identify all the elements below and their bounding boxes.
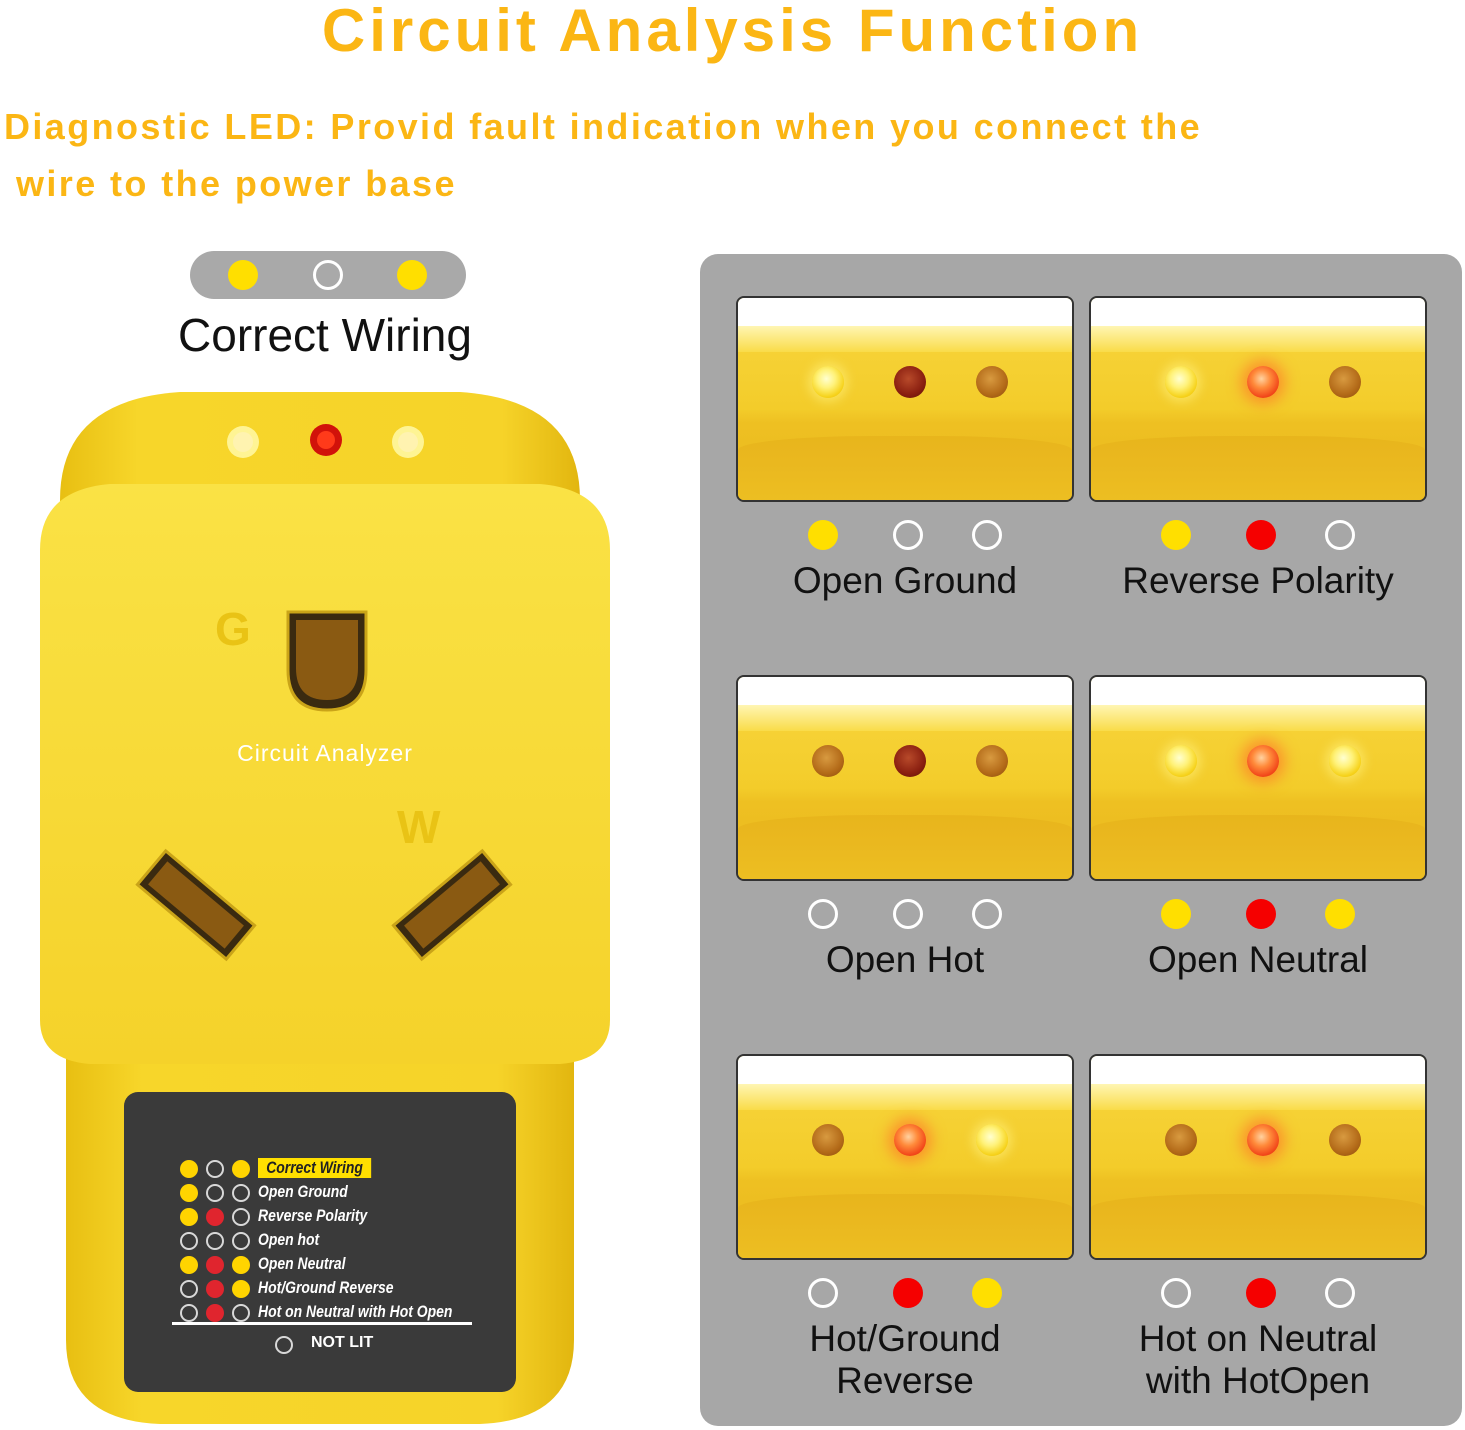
legend-row: Correct Wiring [180, 1158, 500, 1182]
subtitle-line-1: Diagnostic LED: Provid fault indication … [4, 106, 1203, 147]
legend-row-label: Correct Wiring [258, 1158, 372, 1178]
state-indicator-dot [1161, 1278, 1191, 1308]
led-light [1329, 745, 1361, 777]
led-light [976, 366, 1008, 398]
legend-indicator-dot [232, 1208, 250, 1226]
state-indicator-dot [972, 899, 1002, 929]
led-light [1165, 366, 1197, 398]
state-indicator-dot [1325, 1278, 1355, 1308]
state-indicator-dot [808, 1278, 838, 1308]
legend-row: Open Neutral [180, 1254, 500, 1278]
correct-wiring-dot-3 [397, 260, 427, 290]
led-light [812, 1124, 844, 1156]
correct-wiring-label: Correct Wiring [178, 309, 472, 361]
led-light [1247, 1124, 1279, 1156]
led-photo [1089, 675, 1427, 881]
legend-indicator-dot [206, 1256, 224, 1274]
state-indicator-dot [808, 520, 838, 550]
led-photo [736, 296, 1074, 502]
legend-row: Open hot [180, 1230, 500, 1254]
legend-indicator-dot [180, 1280, 198, 1298]
legend-indicator-dot [180, 1256, 198, 1274]
led-photo [736, 1054, 1074, 1260]
legend-indicator-dot [232, 1304, 250, 1322]
legend-row-label: Open Neutral [258, 1254, 346, 1273]
led-light [1247, 366, 1279, 398]
fault-state-label: Open Neutral [1147, 939, 1369, 980]
legend-indicator-dot [180, 1160, 198, 1178]
legend-indicator-dot [180, 1232, 198, 1250]
correct-wiring-dot-1 [228, 260, 258, 290]
legend-row-label: Reverse Polarity [258, 1206, 368, 1225]
led-light [1247, 745, 1279, 777]
page-subtitle: Diagnostic LED: Provid fault indication … [4, 98, 1454, 212]
legend-indicator-dot [232, 1160, 250, 1178]
led-photo [1089, 296, 1427, 502]
state-indicator-dot [1325, 520, 1355, 550]
device-panel-title: Circuit Analyzer [237, 740, 413, 766]
legend-indicator-dot [206, 1160, 224, 1178]
state-indicator-dot [808, 899, 838, 929]
legend-divider [172, 1322, 472, 1325]
legend-indicator-dot [206, 1304, 224, 1322]
state-indicator-dot [972, 520, 1002, 550]
fault-state-label: Open Hot [825, 939, 985, 980]
led-light [976, 1124, 1008, 1156]
legend-indicator-dot [180, 1304, 198, 1322]
led-light [976, 745, 1008, 777]
ground-letter: G [215, 603, 251, 655]
led-light [1165, 1124, 1197, 1156]
legend-row: Hot/Ground Reverse [180, 1278, 500, 1302]
legend-row-label: Hot/Ground Reverse [258, 1278, 394, 1297]
state-indicator-dot [1246, 520, 1276, 550]
state-indicator-dot [1246, 899, 1276, 929]
state-indicator-dot [1246, 1278, 1276, 1308]
fault-state-label: Open Ground [792, 560, 1018, 601]
legend-row-label: Open hot [258, 1230, 320, 1249]
legend-indicator-dot [206, 1184, 224, 1202]
state-indicator-dot [893, 520, 923, 550]
state-indicator-dot [893, 1278, 923, 1308]
not-lit-key: NOT LIT [275, 1334, 425, 1356]
legend-row: Reverse Polarity [180, 1206, 500, 1230]
legend-indicator-dot [206, 1208, 224, 1226]
correct-wiring-dot-2 [313, 260, 343, 290]
legend-indicator-dot [232, 1256, 250, 1274]
state-indicator-dot [1325, 899, 1355, 929]
state-indicator-dot [972, 1278, 1002, 1308]
led-light [812, 745, 844, 777]
state-indicator-dot [1161, 899, 1191, 929]
legend-row-label: Open Ground [258, 1182, 348, 1201]
led-photo [736, 675, 1074, 881]
fault-state-label: Reverse Polarity [1122, 560, 1394, 601]
fault-state-label: Hot/Ground Reverse [809, 1318, 1001, 1401]
legend-indicator-dot [180, 1184, 198, 1202]
led-light [1329, 1124, 1361, 1156]
led-light [894, 745, 926, 777]
subtitle-line-2: wire to the power base [16, 163, 457, 204]
legend-indicator-dot [232, 1280, 250, 1298]
page-title: Circuit Analysis Function [321, 0, 1144, 64]
not-lit-label: NOT LIT [311, 1334, 374, 1351]
state-indicator-dot [1161, 520, 1191, 550]
led-photo [1089, 1054, 1427, 1260]
legend-indicator-dot [232, 1232, 250, 1250]
legend-row-label: Hot on Neutral with Hot Open [258, 1302, 453, 1321]
white-letter: W [397, 801, 441, 853]
led-light [812, 366, 844, 398]
fault-state-label: Hot on Neutral with HotOpen [1138, 1318, 1378, 1401]
not-lit-dot [275, 1336, 293, 1354]
legend-indicator-dot [206, 1232, 224, 1250]
legend-row: Hot on Neutral with Hot Open [180, 1302, 500, 1326]
state-indicator-dot [893, 899, 923, 929]
legend-row: Open Ground [180, 1182, 500, 1206]
led-light [1329, 366, 1361, 398]
led-light [894, 1124, 926, 1156]
legend-indicator-dot [232, 1184, 250, 1202]
legend-indicator-dot [180, 1208, 198, 1226]
legend-indicator-dot [206, 1280, 224, 1298]
led-light [894, 366, 926, 398]
led-light [1165, 745, 1197, 777]
correct-wiring-indicator [190, 251, 466, 299]
